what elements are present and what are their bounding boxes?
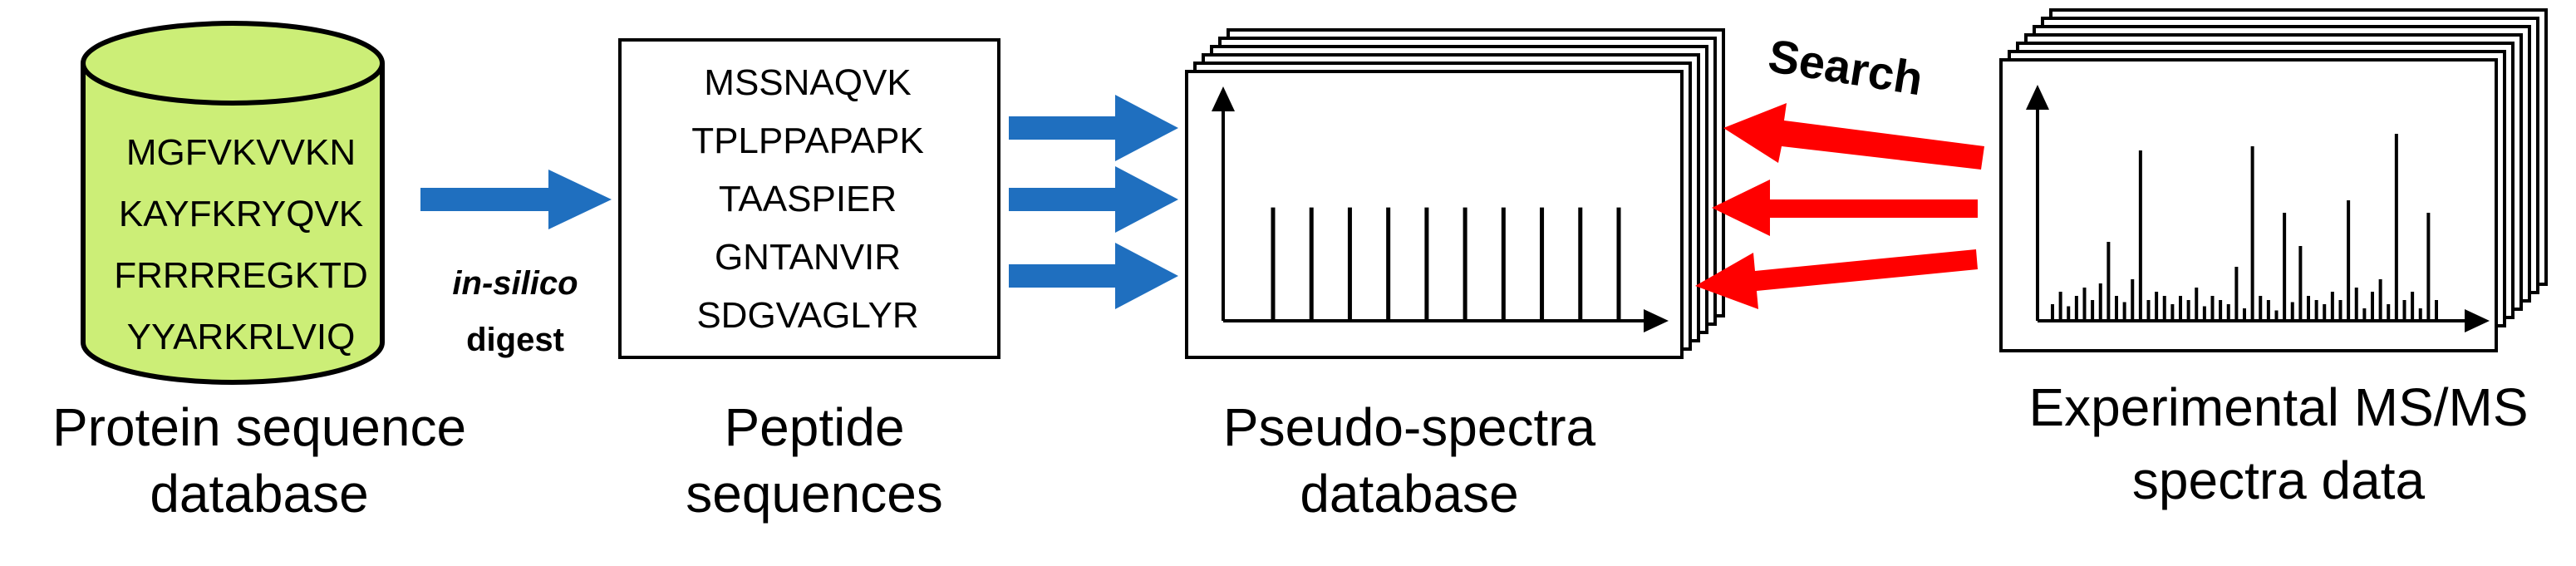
protein-sequence-3: FRRRREGKTD <box>114 255 368 296</box>
protein-sequence-2: KAYFKRYQVK <box>119 194 363 234</box>
peptide-sequence-3: TAASPIER <box>719 179 897 219</box>
peptide-sequence-2: TPLPPAPAPK <box>691 121 924 161</box>
experimental-caption-line1: Experimental MS/MS <box>2028 377 2528 437</box>
exp-y-axis-arrowhead <box>2026 85 2049 110</box>
peptide-sequence-5: SDGVAGLYR <box>696 295 918 336</box>
protein-sequence-1: MGFVKVVKN <box>126 132 356 173</box>
peptide-to-spectra-arrow-3 <box>1009 243 1178 309</box>
experimental-caption-line2: spectra data <box>2132 450 2426 510</box>
digest-label-line1: in-silico <box>452 265 578 302</box>
exp-x-axis-arrowhead <box>2465 309 2490 332</box>
peptide-sequence-4: GNTANVIR <box>715 237 901 278</box>
peptide-to-spectra-arrow-2 <box>1009 166 1178 233</box>
pseudo-spectra-caption-line1: Pseudo-spectra <box>1223 397 1596 457</box>
search-arrow-2 <box>1712 180 1978 236</box>
pseudo-x-axis-arrowhead <box>1644 309 1669 332</box>
peptide-sequence-1: MSSNAQVK <box>704 62 911 103</box>
pseudo-spectra-caption-line2: database <box>1300 464 1518 524</box>
protein-database-caption-line1: Protein sequence <box>52 397 466 457</box>
peptide-to-spectra-arrow-1 <box>1009 95 1178 161</box>
pseudo-y-axis-arrowhead <box>1212 86 1235 111</box>
protein-database-cylinder <box>81 21 385 385</box>
experimental-spectra-stack <box>1999 8 2548 352</box>
protein-sequence-4: YYARKRLVIQ <box>127 317 356 357</box>
search-arrow-1 <box>1723 103 1984 170</box>
pseudo-spectrum-front <box>1212 86 1669 332</box>
peptide-caption-line1: Peptide <box>724 397 904 457</box>
digest-arrow <box>420 170 612 229</box>
experimental-spectrum-front <box>2026 85 2490 332</box>
experimental-peaks <box>2051 134 2438 321</box>
pseudo-spectra-stack <box>1185 28 1725 359</box>
digest-label-line2: digest <box>466 322 564 358</box>
pseudo-peaks <box>1271 207 1621 321</box>
search-arrow-3 <box>1695 249 1978 309</box>
peptide-box <box>618 38 1000 359</box>
protein-database-caption-line2: database <box>150 464 368 524</box>
peptide-caption-line2: sequences <box>686 464 943 524</box>
search-label: Search <box>1765 29 1926 105</box>
